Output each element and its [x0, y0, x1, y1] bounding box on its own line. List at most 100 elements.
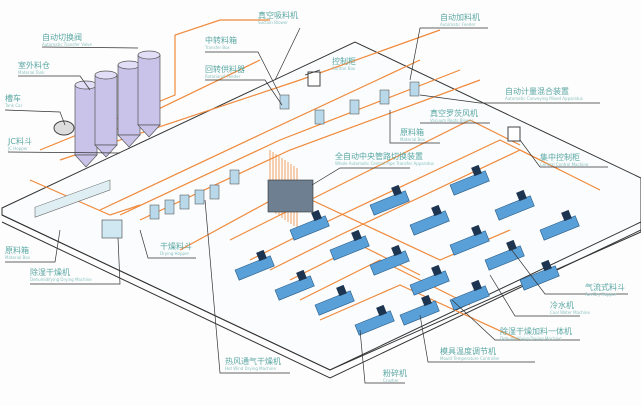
label-zh: 控制柜 [332, 57, 356, 66]
injection-machine-3 [369, 184, 410, 216]
label-zh: 模具温度调节机 [440, 347, 496, 356]
label-zh: JC料斗 [8, 137, 32, 146]
label-zh: 自动计量混合装置 [505, 87, 569, 96]
leader-tank-car [4, 109, 66, 126]
machine-hopper [506, 239, 517, 252]
injection-machine-14 [274, 269, 315, 301]
label-en: Vacuum Roots Blower [430, 118, 474, 123]
hopper-6 [149, 204, 160, 220]
label-en: Drying Hopper [160, 251, 190, 256]
machine-body [519, 265, 560, 291]
pipe-6 [229, 119, 521, 241]
injection-machine-13 [234, 249, 275, 281]
label-zh: 粉碎机 [383, 369, 407, 378]
injection-machine-10 [369, 244, 410, 276]
pipe-12 [319, 284, 521, 341]
central-switch-box [267, 179, 314, 213]
label-en: Rotational Feeder [205, 74, 241, 79]
label-en: Cool Water Machine [550, 310, 590, 315]
machine-body [449, 170, 490, 196]
label-en: Material Box [400, 137, 425, 142]
injection-machine-5 [449, 224, 490, 256]
machine-body [484, 245, 525, 271]
label-en: Automatic Conveying Mixed Apparatus [505, 96, 583, 101]
machine-body [274, 275, 315, 301]
dehumidifying-dryer [101, 219, 123, 239]
label-en: Central Control Machine [540, 162, 589, 167]
silo-top-1 [94, 70, 118, 80]
machine-body [399, 300, 440, 326]
injection-machine-15 [314, 284, 355, 316]
machine-body [369, 190, 410, 216]
injection-machine-16 [354, 304, 395, 336]
machine-body [449, 230, 490, 256]
machine-body [354, 310, 395, 336]
leader-jc-hopper [7, 151, 121, 154]
label-zh: 气流式料斗 [585, 283, 625, 292]
pipe-13 [29, 179, 141, 216]
control-box [307, 71, 321, 87]
machine-hopper [421, 294, 432, 307]
machine-body [314, 290, 355, 316]
machine-hopper [311, 209, 322, 222]
leader-control-box [304, 69, 321, 76]
label-en: Control Box [332, 66, 356, 71]
label-zh: 全自动中央管路切换装置 [335, 152, 423, 161]
label-zh: 回转供料器 [205, 65, 245, 74]
label-en: Transfer Box [205, 45, 230, 50]
hopper-1 [314, 109, 325, 125]
machine-hopper [431, 264, 442, 277]
label-zh: 中转料箱 [205, 36, 237, 45]
leader-fan-hopper [507, 244, 628, 295]
label-en: Tank Car [5, 103, 23, 108]
injection-machine-4 [409, 204, 450, 236]
leader-dehumid-dryer [30, 237, 121, 285]
injection-machine-8 [289, 209, 330, 241]
silo-0 [74, 84, 98, 156]
machine-hopper [561, 209, 572, 222]
leader-central-control [519, 139, 608, 168]
machine-body [369, 250, 410, 276]
hopper-4 [409, 81, 420, 97]
floor-edge [1, 214, 641, 371]
label-zh: 干燥料斗 [160, 242, 192, 251]
silo-top-2 [117, 60, 141, 70]
central-control-cabinet [507, 126, 521, 142]
pipe-5 [139, 79, 481, 221]
leader-auto-transfer-valve [41, 46, 139, 49]
machine-hopper [376, 304, 387, 317]
label-en: Fan Dry Hopper [585, 292, 617, 297]
label-en: Crusher [383, 378, 399, 383]
injection-machine-6 [484, 239, 525, 271]
machine-hopper [541, 259, 552, 272]
label-en: Automatic Feeder [440, 22, 476, 27]
injection-machine-17 [399, 294, 440, 326]
silo-1 [94, 74, 118, 146]
leader-central-pipe [311, 167, 410, 186]
hopper-5 [229, 169, 240, 185]
label-en: Material Box [5, 255, 30, 260]
hopper-7 [164, 199, 175, 215]
leader-vacuum-loader [274, 27, 301, 81]
machine-hopper [391, 244, 402, 257]
machine-body [449, 285, 490, 311]
leader-dehumid-feeder [451, 299, 580, 341]
leader-lines [4, 27, 628, 384]
pipe-8 [269, 149, 601, 271]
